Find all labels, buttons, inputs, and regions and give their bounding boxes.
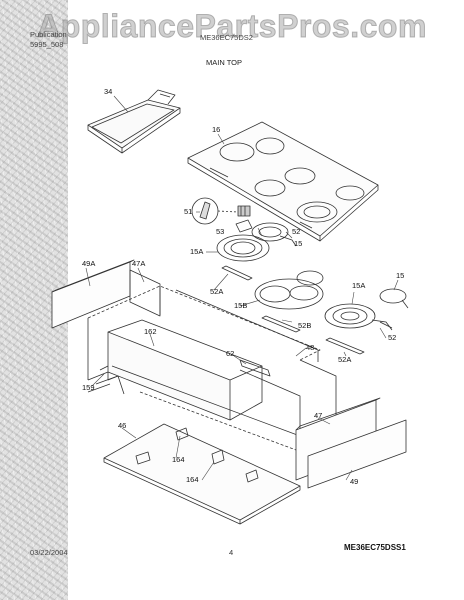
chassis-box bbox=[87, 285, 337, 451]
callout-52-top: 52 bbox=[292, 227, 301, 236]
callout-52A-lower: 52A bbox=[338, 355, 352, 364]
part-47A-side-panel bbox=[129, 269, 161, 317]
callout-52-right: 52 bbox=[388, 333, 397, 342]
callout-52B: 52B bbox=[298, 321, 312, 330]
bracket-parts bbox=[221, 265, 393, 355]
section-title: MAIN TOP bbox=[206, 58, 242, 67]
page-number: 4 bbox=[229, 548, 234, 557]
callout-15B: 15B bbox=[234, 301, 248, 310]
publication-date: 03/22/2004 bbox=[30, 548, 68, 557]
callout-16: 16 bbox=[212, 125, 221, 134]
callout-46: 46 bbox=[118, 421, 127, 430]
callout-15A-right: 15A bbox=[352, 281, 366, 290]
part-53-terminal-block bbox=[235, 205, 253, 233]
header-publication: Publication 5995_508 bbox=[30, 30, 67, 50]
leader-lines bbox=[85, 95, 399, 481]
callout-48: 48 bbox=[306, 343, 315, 352]
callout-162: 162 bbox=[144, 327, 157, 336]
header-left-line2: 5995_508 bbox=[30, 40, 64, 49]
callout-49: 49 bbox=[350, 477, 359, 486]
document-number: ME36EC75DSS1 bbox=[344, 543, 406, 552]
callout-53: 53 bbox=[216, 227, 225, 236]
callout-47: 47 bbox=[314, 411, 323, 420]
part-46-bottom-plate bbox=[103, 423, 301, 525]
callout-51: 51 bbox=[184, 207, 193, 216]
part-62-screws bbox=[239, 359, 271, 377]
part-34-tray bbox=[87, 89, 181, 154]
callout-34: 34 bbox=[104, 87, 113, 96]
part-49A-left-panel bbox=[51, 259, 135, 329]
callout-164-lower: 164 bbox=[186, 475, 199, 484]
callout-47A: 47A bbox=[132, 259, 146, 268]
header-model-number: ME36EC75DS2 bbox=[200, 33, 253, 42]
heating-elements bbox=[216, 222, 409, 331]
part-51-detail bbox=[191, 197, 239, 225]
callout-159: 159 bbox=[82, 383, 95, 392]
callout-15A-left: 15A bbox=[190, 247, 204, 256]
callout-15-right: 15 bbox=[396, 271, 405, 280]
callout-62: 62 bbox=[226, 349, 235, 358]
watermark-text: AppliancePartsPros.com bbox=[37, 8, 427, 45]
header-left-line1: Publication bbox=[30, 30, 67, 39]
callout-52A-upper: 52A bbox=[210, 287, 224, 296]
part-49-lower-panel bbox=[307, 419, 407, 489]
part-16-glass-cooktop bbox=[187, 121, 379, 242]
callout-49A: 49A bbox=[82, 259, 96, 268]
callout-15-top: 15 bbox=[294, 239, 303, 248]
callout-164-upper: 164 bbox=[172, 455, 185, 464]
